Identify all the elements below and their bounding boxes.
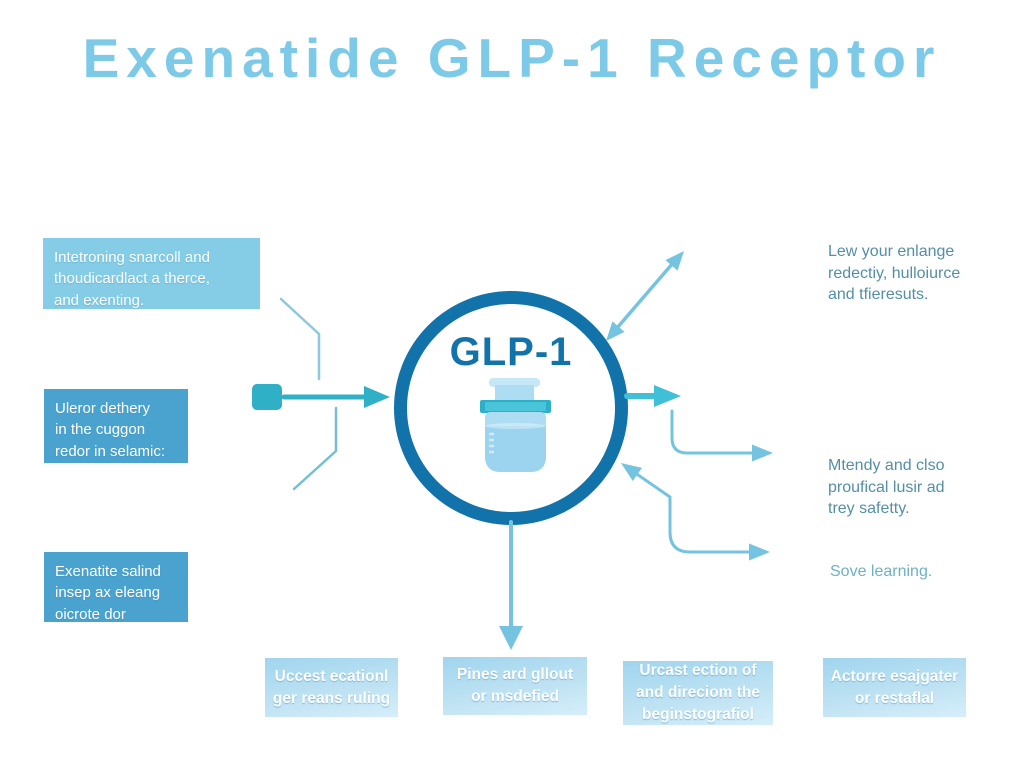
text-line: Sove learning.: [830, 563, 933, 580]
text-line: trey safetty.: [828, 500, 910, 518]
connector-top-left-elbow: [279, 297, 321, 381]
text-line: Mtendy and clso: [828, 457, 945, 474]
text-line: or restaflal: [854, 689, 935, 707]
text-line: Exenatite salind: [55, 563, 161, 580]
note-bottom-right: Sove learning.: [830, 561, 1005, 583]
text-line: and tfieresuts.: [828, 286, 929, 304]
arrow-elbow-middle-right: [670, 409, 773, 462]
page-title: Exenatide GLP-1 Receptor: [82, 27, 942, 89]
text-line: redor in selamic:: [55, 442, 166, 460]
bottom-box-4: Actorre esajgater or restaflal: [823, 658, 966, 717]
info-box-top-left: Intetroning snarcoll and thoudicardlact …: [43, 238, 260, 309]
text-line: and direciom the: [635, 684, 761, 702]
left-node-square: [252, 384, 282, 410]
info-box-bottom-left: Exenatite salind insep ax eleang oicrote…: [44, 552, 188, 623]
text-line: proufical lusir ad: [828, 478, 945, 496]
text-line: Pines ard gllout: [456, 666, 574, 684]
note-top-right: Lew your enlange redectiy, hulloiurce an…: [828, 241, 1003, 306]
note-middle-right: Mtendy and clso proufical lusir ad trey …: [828, 455, 1003, 520]
text-line: insep ax eleang: [55, 584, 161, 602]
text-line: Urcast ection of: [639, 662, 757, 680]
connector-bottom-left-elbow: [292, 406, 338, 491]
text-line: Lew your enlange: [828, 243, 955, 260]
arrow-left-to-hub: [281, 386, 390, 408]
text-line: Intetroning snarcoll and: [54, 249, 210, 266]
glp1-hub-circle: [394, 291, 628, 525]
arrow-hub-to-right: [624, 385, 681, 407]
bottom-box-2: Pines ard gllout or msdefied: [443, 657, 587, 715]
text-line: or msdefied: [471, 688, 559, 705]
text-line: oicrote dor: [55, 605, 126, 623]
bottom-box-3: Urcast ection of and direciom the begins…: [623, 661, 773, 725]
bottom-box-1: Uccest ecationl ger reans ruling: [265, 658, 398, 717]
text-line: redectiy, hulloiurce: [828, 264, 961, 282]
glp1-label: GLP-1: [449, 330, 573, 374]
text-line: thoudicardlact a therce,: [54, 270, 210, 288]
info-box-middle-left: Uleror dethery in the cuggon redor in se…: [44, 389, 188, 463]
text-line: Uccest ecationl: [274, 667, 389, 685]
arrow-hub-to-bottom: [499, 520, 523, 650]
text-line: beginstografiol: [642, 705, 754, 723]
arrow-elbow-bottom-right: [621, 463, 770, 561]
text-line: in the cuggon: [55, 421, 146, 439]
text-line: Uleror dethery: [55, 400, 151, 417]
text-line: ger reans ruling: [272, 689, 391, 707]
text-line: Actorre esajgater: [830, 667, 959, 685]
text-line: and exenting.: [54, 291, 145, 309]
